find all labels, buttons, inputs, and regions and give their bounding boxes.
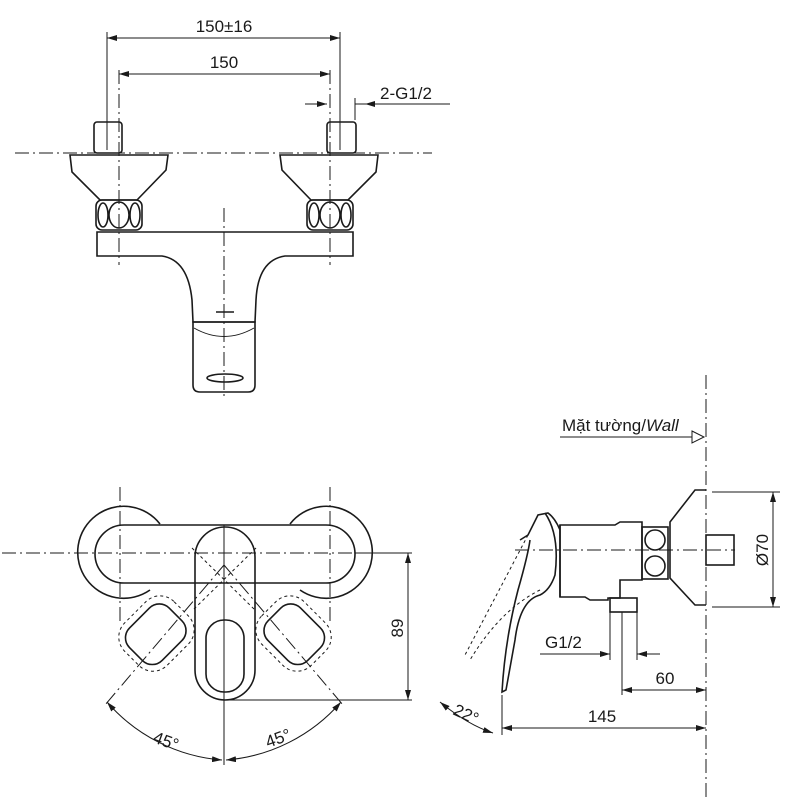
thread-label: 2-G1/2 [380,84,432,103]
angle-lever-label: 22° [450,700,481,728]
dim-inner-label: 150 [210,53,238,72]
dim-offset-label: 60 [656,669,675,688]
dim-flange-label: Ø70 [753,534,772,566]
angle-right-label: 45° [263,725,294,752]
dim-outer-label: 150±16 [196,17,253,36]
dim-outlet-label: G1/2 [545,633,582,652]
front-view: 150±16 150 2-G1/2 [15,17,450,398]
dim-depth-label: 89 [388,619,407,638]
dim-total-label: 145 [588,707,616,726]
side-view: Mặt tường/Wall Ø70 G1/2 60 145 22° [439,375,780,800]
top-view: 89 45° 45° [2,487,412,765]
wall-label: Mặt tường/Wall [562,416,680,435]
